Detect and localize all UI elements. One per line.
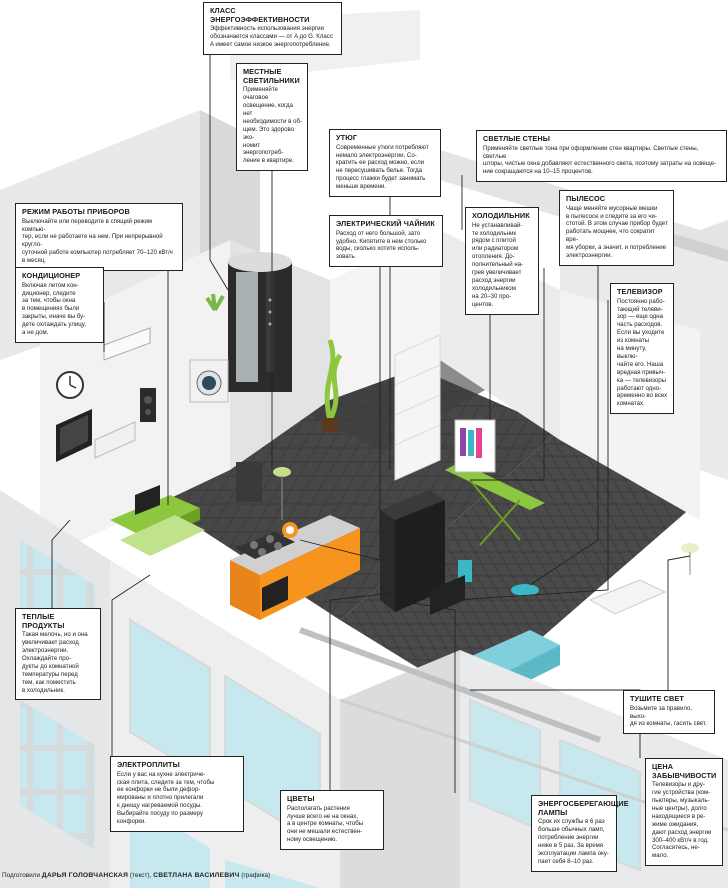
callout-body: Если у вас на кухне электриче- ская плит… [117, 770, 215, 826]
callout-local-lights: МЕСТНЫЕ СВЕТИЛЬНИКИ Применяйте очаговое … [236, 63, 308, 172]
callout-body: Эффективность использования энергии обоз… [210, 25, 333, 48]
callout-body: Расход от него большой, зато удобно. Кип… [336, 229, 427, 261]
callout-title: ЭЛЕКТРОПЛИТЫ [117, 760, 180, 769]
callout-title: ПЫЛЕСОС [566, 194, 606, 203]
callout-vacuum: ПЫЛЕСОС Чаще меняйте мусорные мешки в пы… [559, 190, 674, 266]
wall-tv-left [56, 409, 92, 462]
callout-body: Применяйте очаговое освещение, когда нет… [243, 86, 302, 165]
green-sofa [120, 515, 205, 556]
callout-flowers: ЦВЕТЫ Располагать растения лучше всего н… [280, 790, 384, 851]
audio-system [94, 388, 156, 459]
credit-prefix: Подготовили [2, 872, 41, 879]
callout-title: ЦВЕТЫ [287, 794, 315, 803]
callout-title: КОНДИЦИОНЕР [22, 271, 81, 280]
callout-body: Возьмите за правило, выхо- дя из комнаты… [630, 704, 707, 728]
callout-title: ЭЛЕКТРИЧЕСКИЙ ЧАЙНИК [336, 219, 435, 228]
callout-body: Чаще меняйте мусорные мешки в пылесосе и… [566, 204, 668, 260]
callout-title: СВЕТЛЫЕ СТЕНЫ [483, 134, 550, 143]
callout-title: ЦЕНА ЗАБЫВЧИВОСТИ [652, 762, 717, 780]
shower-cabin [228, 252, 292, 392]
kitchen-counter [230, 515, 360, 620]
callout-title: ТЕПЛЫЕ ПРОДУКТЫ [22, 612, 65, 630]
fridge [380, 490, 445, 612]
callout-title: МЕСТНЫЕ СВЕТИЛЬНИКИ [243, 67, 300, 85]
callout-aircon: КОНДИЦИОНЕР Включая летом кон- диционер,… [15, 267, 104, 343]
callout-body: Выключайте или переводите в спящий режим… [22, 217, 173, 265]
clothes-rack [454, 419, 496, 473]
credit-artist: СВЕТЛАНА ВАСИЛЕВИЧ [153, 872, 240, 879]
callout-standby: ЦЕНА ЗАБЫВЧИВОСТИ Телевизоры и дру- гие … [645, 758, 723, 867]
plant-top [205, 293, 225, 312]
tv-right [430, 575, 465, 615]
callout-light-walls: СВЕТЛЫЕ СТЕНЫ Применяйте светлые тона пр… [476, 130, 727, 183]
callout-title: ЭНЕРГОСБЕРЕГАЮЩИЕ ЛАМПЫ [538, 799, 629, 817]
callout-title: ТЕЛЕВИЗОР [617, 287, 663, 296]
kettle [282, 522, 298, 538]
callout-device-mode: РЕЖИМ РАБОТЫ ПРИБОРОВ Выключайте или пер… [15, 203, 183, 272]
callout-kettle: ЭЛЕКТРИЧЕСКИЙ ЧАЙНИК Расход от него боль… [329, 215, 443, 268]
callout-energy-class: КЛАСС ЭНЕРГОЭФФЕКТИВНОСТИ Эффективность … [203, 2, 342, 55]
callout-title: КЛАСС ЭНЕРГОЭФФЕКТИВНОСТИ [210, 6, 310, 24]
ironing-board [445, 462, 545, 546]
callout-body: Включая летом кон- диционер, следите за … [22, 281, 86, 337]
callout-body: Применяйте светлые тона при оформлении с… [483, 144, 717, 176]
wall-clock [56, 371, 84, 399]
callout-body: Постоянно рабо- тающий телеви- зор — еще… [617, 297, 668, 408]
callout-body: Срок их службы в 6 раз больше обычных ла… [538, 818, 609, 865]
callout-stoves: ЭЛЕКТРОПЛИТЫ Если у вас на кухне электри… [110, 756, 244, 832]
credit-authors-role: (текст), [129, 872, 152, 879]
credit-artist-role: (графика) [241, 872, 271, 879]
coffee-table [588, 579, 667, 615]
callout-tv: ТЕЛЕВИЗОР Постоянно рабо- тающий телеви-… [610, 283, 674, 415]
table-lamp [681, 543, 699, 575]
callout-iron: УТЮГ Современные утюги потребляют немало… [329, 129, 441, 198]
cooktop [235, 532, 295, 559]
air-conditioner [103, 327, 151, 361]
shelf-unit [394, 334, 441, 481]
callout-body: Современные утюги потребляют немало элек… [336, 143, 429, 191]
callout-lamps: ЭНЕРГОСБЕРЕГАЮЩИЕ ЛАМПЫ Срок их службы в… [531, 795, 629, 872]
washing-machine [189, 359, 229, 403]
credit-line: Подготовили ДАРЬЯ ГОЛОВЧАНСКАЯ (текст), … [2, 872, 270, 879]
callout-fridge: ХОЛОДИЛЬНИК Не устанавливай- те холодиль… [465, 207, 539, 315]
callout-title: УТЮГ [336, 133, 358, 142]
callout-warm-food: ТЕПЛЫЕ ПРОДУКТЫ Такая мелочь, но и она у… [15, 608, 101, 701]
plant-tall [322, 339, 343, 432]
leader-lines [51, 50, 691, 793]
callout-body: Располагать растения лучше всего не на о… [287, 804, 364, 844]
callout-title: ХОЛОДИЛЬНИК [472, 211, 530, 220]
callout-body: Не устанавливай- те холодильник рядом с … [472, 221, 524, 308]
callout-body: Такая мелочь, но и она увеличивает расхо… [22, 631, 88, 694]
callout-lights-off: ТУШИТЕ СВЕТ Возьмите за правило, выхо- д… [623, 690, 715, 735]
callout-body: Телевизоры и дру- гие устройства (ком- п… [652, 781, 712, 860]
credit-authors: ДАРЬЯ ГОЛОВЧАНСКАЯ [41, 872, 129, 879]
callout-title: РЕЖИМ РАБОТЫ ПРИБОРОВ [22, 207, 130, 216]
floor-lamp [273, 467, 291, 520]
vacuum-cleaner [511, 584, 539, 596]
trash-bin [236, 462, 262, 502]
callout-title: ТУШИТЕ СВЕТ [630, 694, 684, 703]
